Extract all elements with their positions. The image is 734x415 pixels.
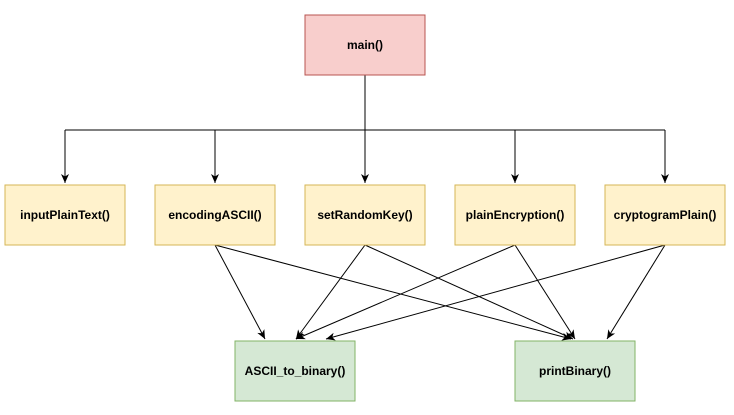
- edge-encodingascii-to-asciitobinary: [214, 244, 266, 340]
- node-asciitobinary: ASCII_to_binary(): [234, 340, 356, 402]
- node-cryptogramplain: cryptogramPlain(): [604, 184, 726, 246]
- node-encodingascii-border: [154, 184, 276, 246]
- node-cryptogramplain-border: [604, 184, 726, 246]
- node-printbinary: printBinary(): [514, 340, 636, 402]
- node-encodingascii-label: encodingASCII(): [168, 208, 261, 222]
- node-encodingascii-box: [155, 185, 275, 245]
- node-printbinary-label: printBinary(): [539, 364, 611, 378]
- node-printbinary-box: [515, 341, 635, 401]
- edge-setrandomkey-to-asciitobinary: [295, 244, 366, 340]
- node-asciitobinary-border: [234, 340, 356, 402]
- node-setrandomkey-box: [305, 185, 425, 245]
- node-inputplaintext-label: inputPlainText(): [20, 208, 110, 222]
- node-plainencryption-label: plainEncryption(): [466, 208, 565, 222]
- node-main-box: [305, 15, 425, 75]
- edge-cryptogramplain-to-printbinary: [606, 244, 666, 340]
- edge-setrandomkey-to-printbinary: [364, 244, 574, 340]
- node-plainencryption-box: [455, 185, 575, 245]
- node-setrandomkey-border: [304, 184, 426, 246]
- node-inputplaintext-border: [4, 184, 126, 246]
- node-main: main(): [304, 14, 426, 76]
- node-printbinary-border: [514, 340, 636, 402]
- node-main-border: [304, 14, 426, 76]
- node-cryptogramplain-box: [605, 185, 725, 245]
- main-call-edges: [61, 75, 669, 183]
- node-setrandomkey-label: setRandomKey(): [317, 208, 412, 222]
- node-inputplaintext: inputPlainText(): [4, 184, 126, 246]
- node-encodingascii: encodingASCII(): [154, 184, 276, 246]
- leaf-call-edges: [214, 244, 666, 341]
- node-main-label: main(): [347, 38, 383, 52]
- node-plainencryption-border: [454, 184, 576, 246]
- node-asciitobinary-label: ASCII_to_binary(): [245, 364, 346, 378]
- node-plainencryption: plainEncryption(): [454, 184, 576, 246]
- edge-encodingascii-to-printbinary: [214, 244, 572, 341]
- node-inputplaintext-box: [5, 185, 125, 245]
- edge-cryptogramplain-to-asciitobinary: [325, 244, 666, 341]
- node-asciitobinary-box: [235, 341, 355, 401]
- node-setrandomkey: setRandomKey(): [304, 184, 426, 246]
- edge-plainencryption-to-printbinary: [514, 244, 576, 340]
- node-cryptogramplain-label: cryptogramPlain(): [614, 208, 717, 222]
- edge-plainencryption-to-asciitobinary: [295, 244, 516, 340]
